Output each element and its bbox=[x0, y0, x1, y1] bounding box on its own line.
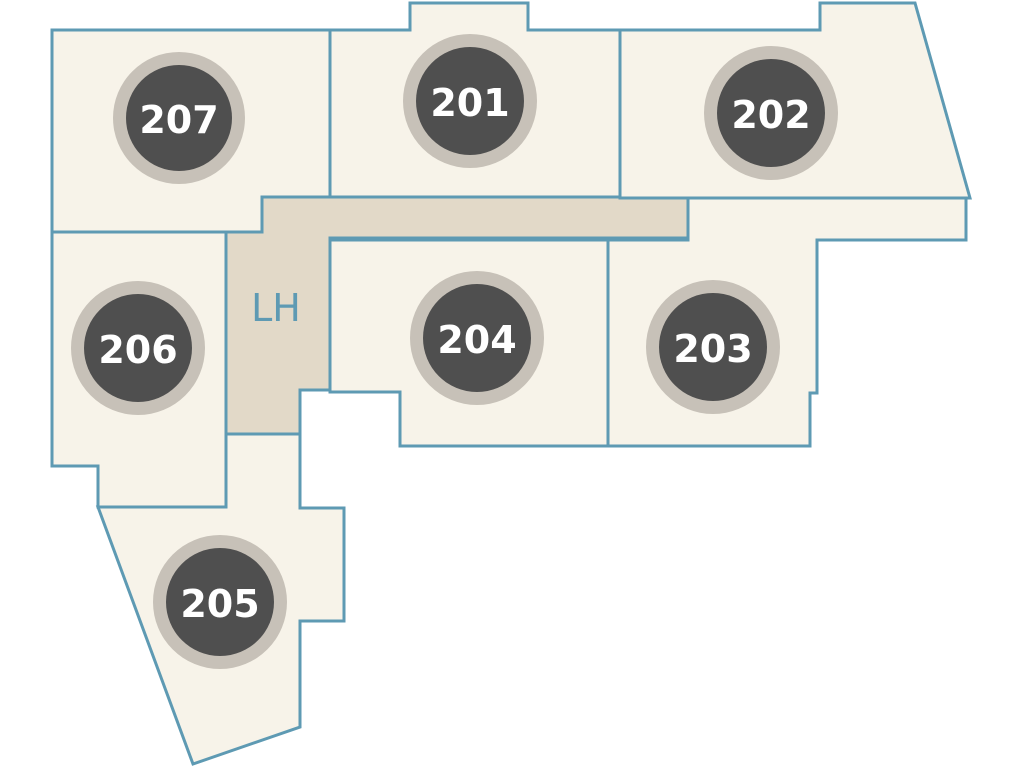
room-label-203: 203 bbox=[673, 327, 752, 371]
badge-205: 205 bbox=[153, 535, 287, 669]
badge-207: 207 bbox=[113, 52, 245, 184]
room-label-201: 201 bbox=[430, 81, 509, 125]
badge-201: 201 bbox=[403, 34, 537, 168]
room-label-202: 202 bbox=[731, 93, 810, 137]
badge-204: 204 bbox=[410, 271, 544, 405]
room-label-206: 206 bbox=[98, 328, 177, 372]
badge-203: 203 bbox=[646, 280, 780, 414]
badge-206: 206 bbox=[71, 281, 205, 415]
hallway-label: LH bbox=[251, 286, 301, 330]
room-label-205: 205 bbox=[180, 582, 259, 626]
badge-202: 202 bbox=[704, 46, 838, 180]
room-label-207: 207 bbox=[139, 98, 218, 142]
room-label-204: 204 bbox=[437, 318, 516, 362]
